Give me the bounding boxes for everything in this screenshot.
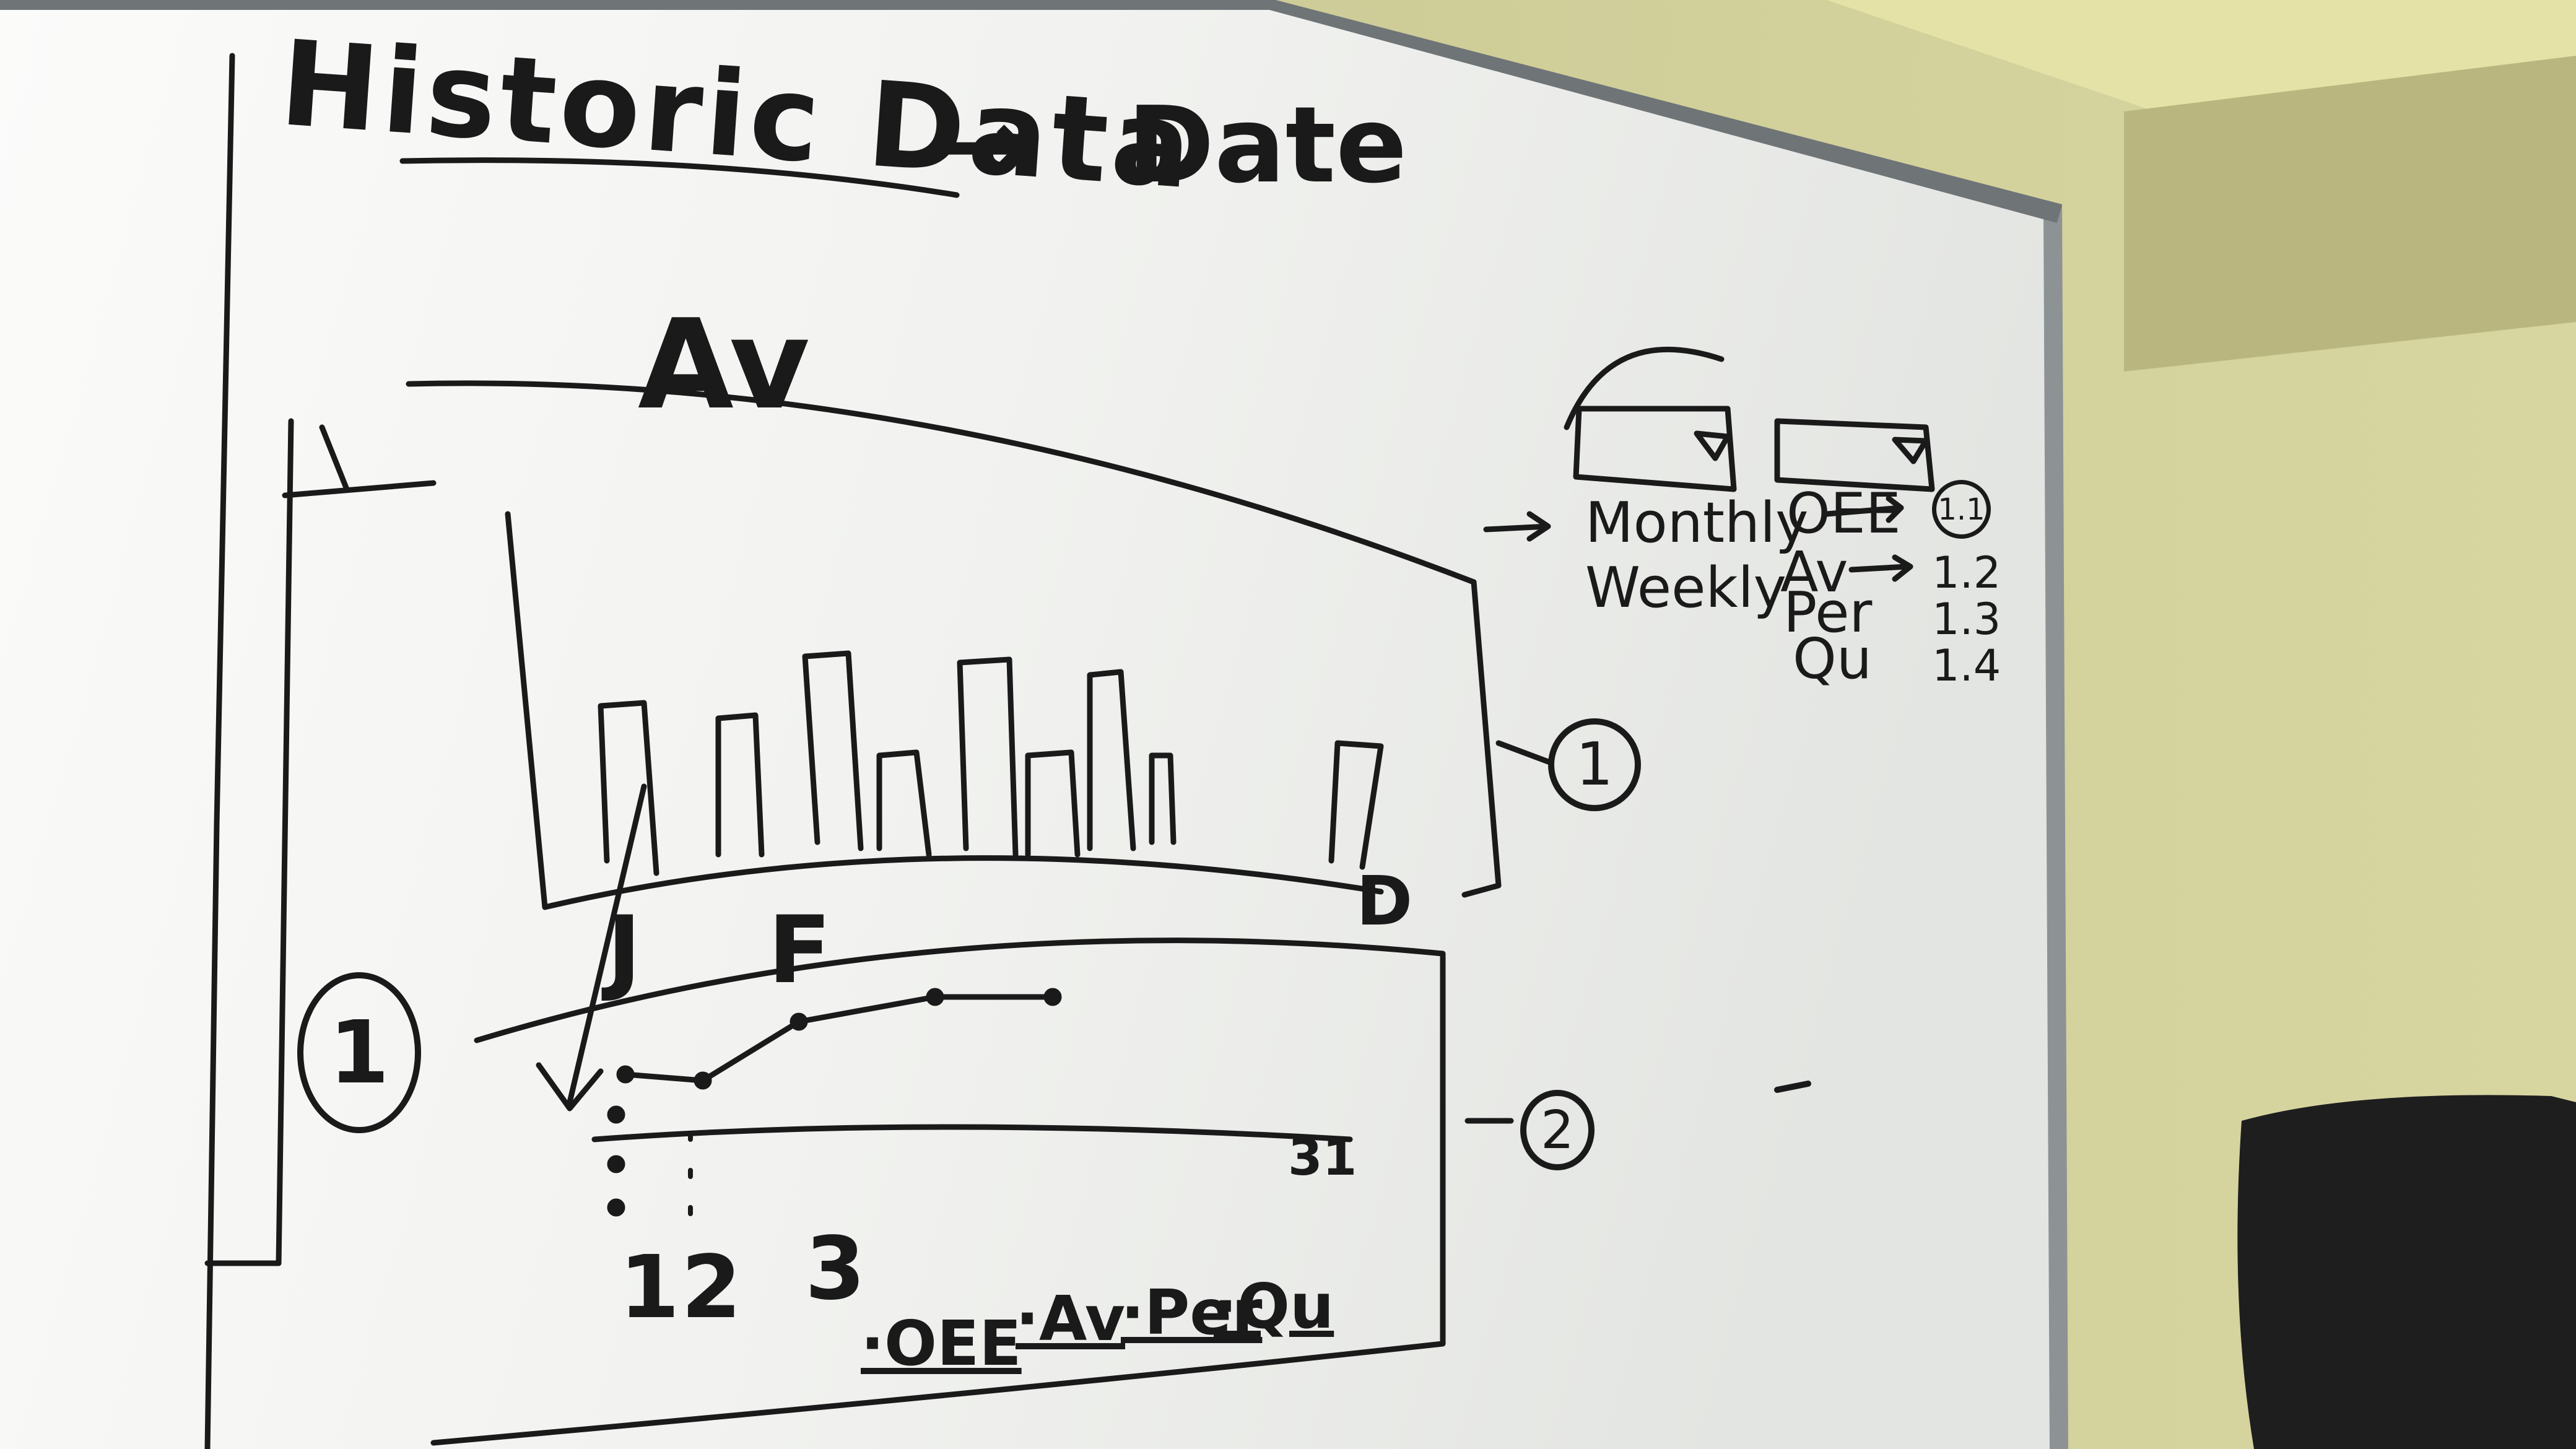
- metric-per: Per: [1783, 580, 1873, 645]
- metric-av: Av: [1780, 540, 1848, 605]
- month-label-d: D: [1356, 861, 1413, 941]
- left-marker-1: 1: [297, 972, 421, 1133]
- legend-per: ·Per: [1121, 1276, 1263, 1349]
- handwriting: [204, 53, 1935, 1449]
- title-arrow: →: [941, 84, 1030, 207]
- month-label-f: F: [768, 897, 832, 1004]
- x-tick-3: 3: [805, 1219, 866, 1320]
- metric-oee: OEE: [1786, 481, 1901, 546]
- legend-oee: ·OEE: [861, 1307, 1022, 1380]
- x-tick-2: 2: [681, 1237, 742, 1338]
- metric-code-oee: 1.1: [1932, 480, 1991, 539]
- panel-marker-2: 2: [1520, 1090, 1595, 1170]
- chart1-title: Av: [638, 293, 811, 437]
- legend-qu: ·Qu: [1214, 1270, 1334, 1342]
- metric-code-qu: 1.4: [1932, 640, 2001, 691]
- line-chart-end-label: 31: [1288, 1129, 1357, 1186]
- period-option-weekly: Weekly: [1585, 555, 1786, 620]
- date-label: Date: [1127, 84, 1408, 207]
- metric-code-av: 1.2: [1932, 547, 2001, 598]
- metric-code-per: 1.3: [1932, 594, 2001, 645]
- panel-marker-1: 1: [1548, 718, 1641, 811]
- period-option-monthly: Monthly: [1585, 490, 1809, 555]
- metric-qu: Qu: [1793, 627, 1872, 692]
- x-tick-1: 1: [619, 1237, 680, 1338]
- chair: [2237, 1095, 2576, 1449]
- board-shadow: [0, 0, 2062, 223]
- wall-soffit: [1827, 0, 2576, 111]
- wall-recess: [2124, 56, 2576, 372]
- month-label-j: J: [607, 897, 642, 1004]
- legend-av: ·Av: [1016, 1282, 1126, 1355]
- whiteboard: [0, 0, 2050, 1449]
